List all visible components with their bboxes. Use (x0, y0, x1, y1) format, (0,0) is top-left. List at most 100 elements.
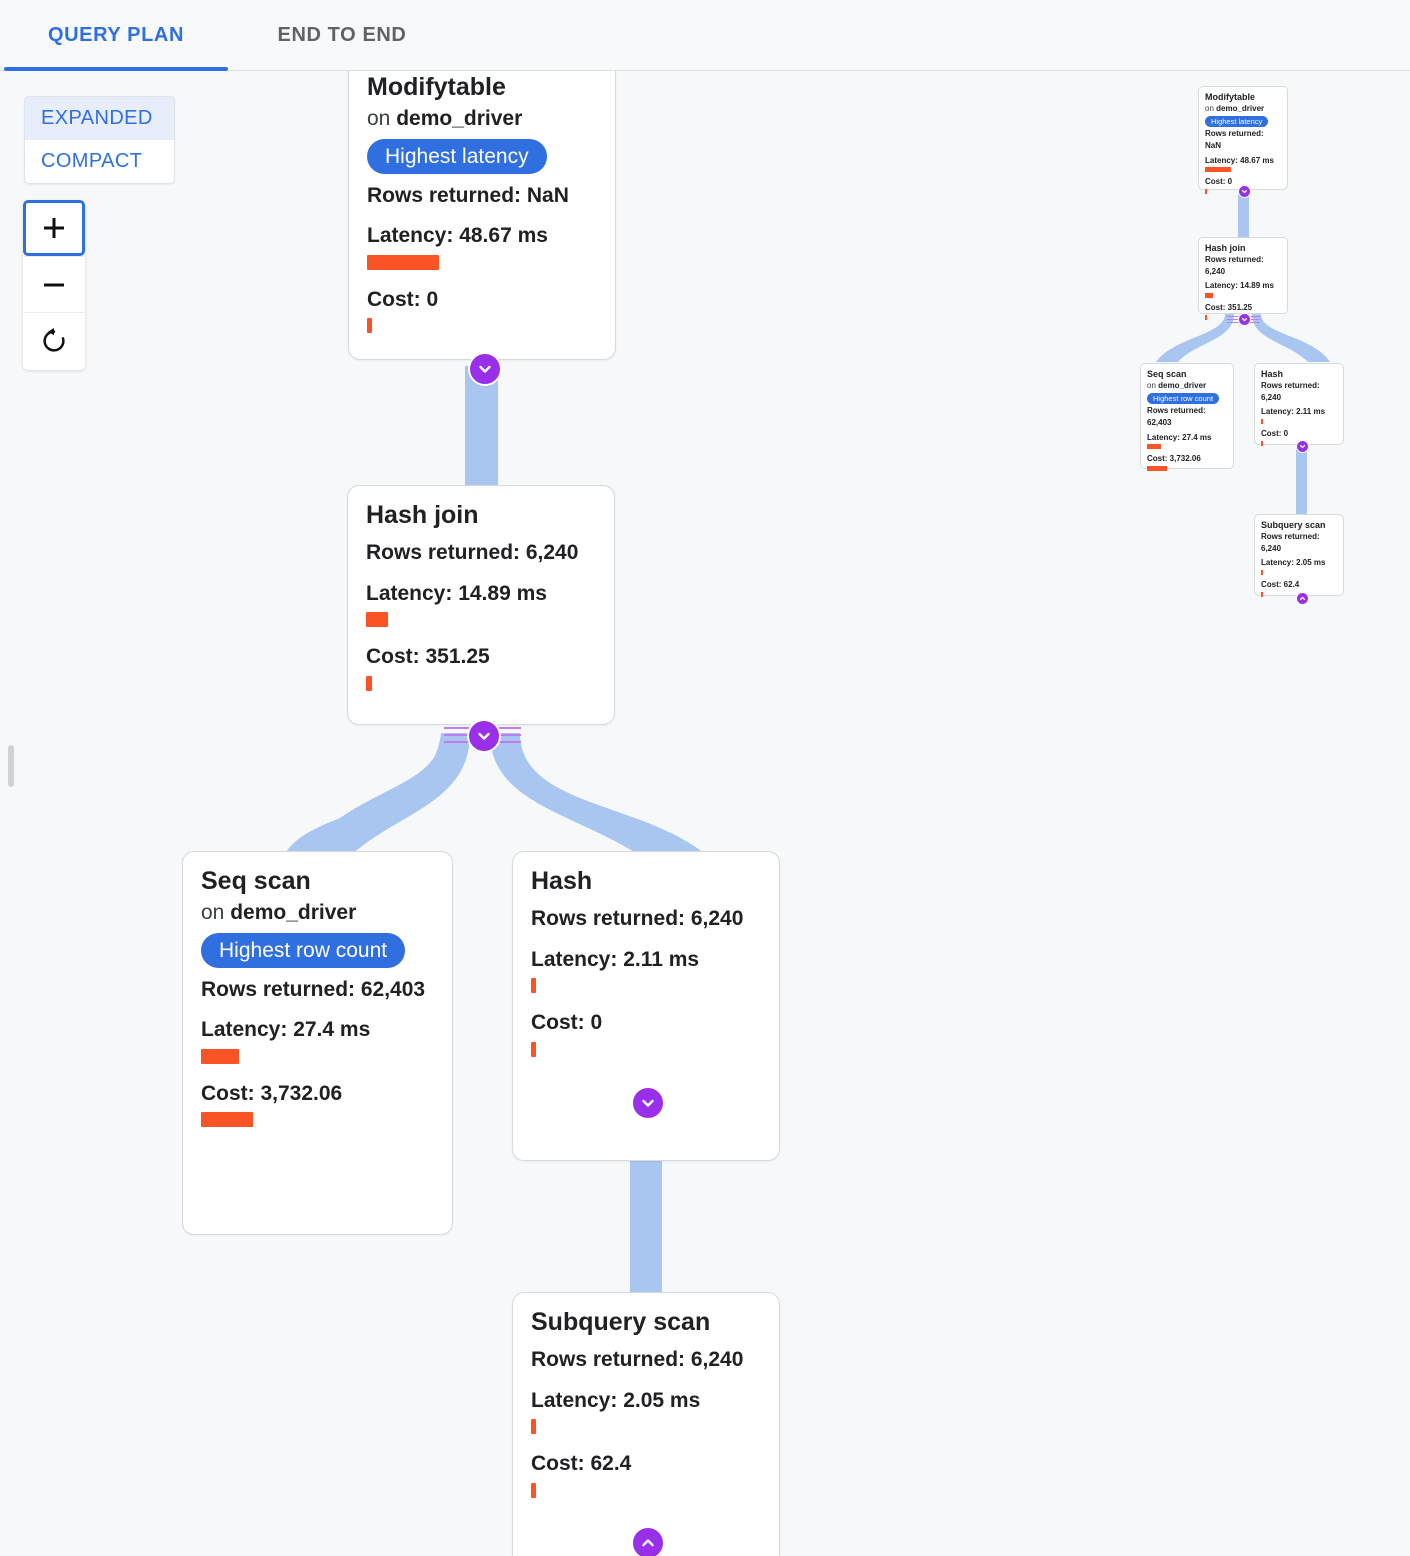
minimap-node-seq-scan[interactable]: Seq scan on demo_driver Highest row coun… (1140, 363, 1234, 471)
node-cost: Cost: 62.4 (1261, 579, 1300, 589)
node-rows: Rows returned: 6,240 (366, 541, 579, 565)
node-latency: Latency: 27.4 ms (1147, 432, 1212, 442)
minus-icon (44, 283, 64, 286)
node-cost: Cost: 351.25 (1205, 302, 1253, 312)
latency-bar (1261, 418, 1263, 424)
latency-bar (201, 1048, 239, 1064)
collapse-toggle-lines-left (444, 727, 476, 745)
zoom-in-button[interactable] (23, 200, 85, 256)
node-rows: Rows returned: NaN (367, 183, 569, 207)
cost-bar (1261, 440, 1263, 446)
node-latency: Latency: 2.11 ms (1261, 407, 1326, 417)
minimap-node-hash-join[interactable]: Hash join Rows returned: 6,240 Latency: … (1198, 237, 1288, 320)
node-badge: Highest row count (1147, 392, 1220, 405)
node-badge: Highest row count (201, 932, 406, 968)
cost-bar (1205, 314, 1207, 320)
tab-query-plan-label: QUERY PLAN (47, 23, 185, 46)
collapse-toggle-modifytable[interactable] (468, 352, 502, 386)
plan-node-hash-join[interactable]: Hash join Rows returned: 6,240 Latency: … (347, 485, 615, 725)
node-title: Subquery scan (531, 1308, 711, 1336)
node-badge: Highest latency (1205, 115, 1269, 128)
node-relation: on demo_driver (201, 901, 357, 925)
zoom-controls[interactable] (23, 200, 85, 370)
cost-bar (1205, 188, 1207, 194)
minimap-collapse-toggle-modifytable[interactable] (1238, 185, 1251, 198)
node-relation: on demo_driver (367, 107, 523, 131)
chevron-down-icon (642, 1099, 654, 1107)
node-title: Modifytable (367, 73, 506, 101)
chevron-up-icon (1299, 596, 1306, 601)
plan-node-modifytable[interactable]: Modifytable on demo_driver Highest laten… (348, 71, 616, 360)
minimap-node-modifytable[interactable]: Modifytable on demo_driver Highest laten… (1198, 86, 1288, 194)
minimap-collapse-toggle-subquery-scan[interactable] (1296, 592, 1309, 605)
latency-bar (531, 978, 536, 994)
node-cost: Cost: 62.4 (531, 1452, 632, 1476)
node-latency: Latency: 27.4 ms (201, 1018, 371, 1042)
tab-end-to-end-label: END TO END (277, 23, 407, 46)
query-plan-canvas[interactable]: Modifytable on demo_driver Highest laten… (0, 71, 1410, 1556)
view-mode-expanded-label: EXPANDED (41, 107, 153, 129)
latency-bar (1205, 167, 1231, 173)
node-relation: on demo_driver (1147, 381, 1207, 391)
node-badge: Highest latency (367, 138, 547, 174)
minimap-collapse-toggle-hash[interactable] (1296, 440, 1309, 453)
chevron-down-icon (1241, 317, 1248, 322)
node-rows: Rows returned: 62,403 (1147, 406, 1206, 428)
plan-node-seq-scan[interactable]: Seq scan on demo_driver Highest row coun… (182, 851, 453, 1235)
chevron-down-icon (1241, 189, 1248, 194)
reset-icon (43, 327, 65, 352)
node-cost: Cost: 0 (531, 1011, 603, 1035)
collapse-toggle-hash-join[interactable] (467, 719, 501, 753)
tab-bar: QUERY PLAN END TO END (0, 0, 1410, 71)
tab-end-to-end[interactable]: END TO END (228, 0, 456, 70)
active-tab-indicator (4, 67, 228, 71)
node-rows: Rows returned: 6,240 (1261, 381, 1320, 402)
minimap[interactable]: Modifytable on demo_driver Highest laten… (1078, 82, 1410, 627)
plan-node-subquery-scan[interactable]: Subquery scan Rows returned: 6,240 Laten… (512, 1292, 780, 1556)
node-cost: Cost: 3,732.06 (1147, 454, 1201, 464)
chevron-down-icon (479, 365, 491, 373)
chevron-down-icon (1299, 444, 1306, 449)
view-mode-toggle[interactable]: EXPANDED COMPACT (24, 96, 175, 184)
view-mode-compact[interactable]: COMPACT (25, 140, 174, 183)
minimap-node-subquery-scan[interactable]: Subquery scan Rows returned: 6,240 Laten… (1254, 514, 1344, 597)
latency-bar (367, 254, 439, 270)
minimap-collapse-toggle-hash-join[interactable] (1238, 313, 1251, 326)
panel-resize-handle[interactable] (8, 745, 14, 787)
cost-bar (367, 318, 372, 334)
node-latency: Latency: 14.89 ms (366, 581, 547, 605)
view-mode-expanded[interactable]: EXPANDED (25, 97, 174, 140)
minimap-node-hash[interactable]: Hash Rows returned: 6,240 Latency: 2.11 … (1254, 363, 1344, 446)
node-title: Hash join (366, 501, 479, 529)
cost-bar (531, 1041, 536, 1057)
node-cost: Cost: 0 (1261, 428, 1289, 438)
chevron-down-icon (478, 732, 490, 740)
collapse-toggle-subquery-scan[interactable] (631, 1526, 665, 1556)
collapse-toggle-hash[interactable] (631, 1086, 665, 1120)
node-cost: Cost: 0 (367, 287, 439, 311)
view-mode-compact-label: COMPACT (41, 150, 143, 172)
latency-bar (1261, 569, 1263, 575)
node-rows: Rows returned: 6,240 (1261, 532, 1320, 553)
reset-view-button[interactable] (23, 312, 85, 368)
node-latency: Latency: 2.05 ms (1261, 558, 1326, 568)
node-title: Modifytable (1205, 92, 1256, 102)
zoom-out-button[interactable] (23, 256, 85, 312)
node-title: Seq scan (201, 867, 311, 895)
minimap-toggle-lines-left (1227, 316, 1239, 323)
node-rows: Rows returned: 6,240 (531, 907, 744, 931)
node-rows: Rows returned: NaN (1205, 129, 1264, 151)
cost-bar (366, 675, 372, 691)
node-cost: Cost: 351.25 (366, 645, 490, 669)
tab-query-plan[interactable]: QUERY PLAN (4, 0, 228, 70)
node-rows: Rows returned: 6,240 (1205, 255, 1264, 276)
node-latency: Latency: 48.67 ms (1205, 155, 1274, 165)
chevron-up-icon (642, 1539, 654, 1547)
node-title: Hash join (1205, 243, 1246, 253)
node-latency: Latency: 2.05 ms (531, 1388, 701, 1412)
cost-bar (1261, 591, 1263, 597)
node-rows: Rows returned: 62,403 (201, 977, 426, 1001)
node-latency: Latency: 14.89 ms (1205, 281, 1274, 291)
node-title: Seq scan (1147, 369, 1187, 379)
latency-bar (1205, 292, 1213, 298)
